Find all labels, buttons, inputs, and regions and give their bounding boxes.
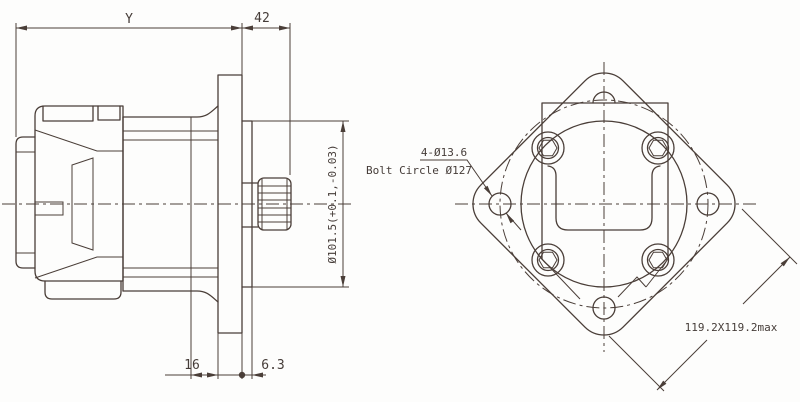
mounting-hole-left [488, 192, 512, 216]
hole-callout: 4-Ø13.6 Bolt Circle Ø127 [366, 146, 522, 231]
dim-overall-length: Y [125, 12, 133, 27]
label-bolt-circle: Bolt Circle Ø127 [366, 164, 472, 177]
rear-housing [34, 105, 124, 300]
flange-outline [472, 72, 736, 336]
socket-screw [641, 243, 675, 277]
dimension-flange-size: 119.2X119.2max [608, 208, 798, 392]
dim-flange-size: 119.2X119.2max [685, 321, 778, 334]
dimension-bottom: 16 6.3 [165, 287, 285, 379]
mounting-hole-bottom [592, 296, 616, 320]
dim-origin-dot [238, 371, 246, 379]
socket-screws [531, 131, 675, 277]
dim-pilot-diameter: Ø101.5(+0.1,-0.03) [326, 144, 339, 263]
dim-shaft-extension: 42 [254, 11, 270, 26]
side-view: Y 42 Ø101.5(+0.1,-0.03) 16 6.3 [2, 11, 352, 379]
socket-screw [641, 131, 675, 165]
front-view: 4-Ø13.6 Bolt Circle Ø127 119.2X119.2max [366, 62, 798, 392]
socket-screw [531, 131, 565, 165]
socket-screw [531, 243, 565, 277]
label-mounting-holes: 4-Ø13.6 [421, 146, 467, 159]
dim-pilot-depth: 6.3 [261, 358, 284, 373]
dimension-top: Y 42 [15, 11, 291, 175]
mounting-holes [488, 91, 720, 320]
dim-rear-section: 16 [184, 358, 200, 373]
rear-end-cap [15, 136, 36, 269]
port-channel [547, 165, 661, 231]
mounting-hole-top [592, 91, 616, 104]
mounting-hole-right [696, 192, 720, 216]
front-housing [541, 102, 669, 300]
dimension-pilot-diameter: Ø101.5(+0.1,-0.03) [242, 120, 349, 288]
